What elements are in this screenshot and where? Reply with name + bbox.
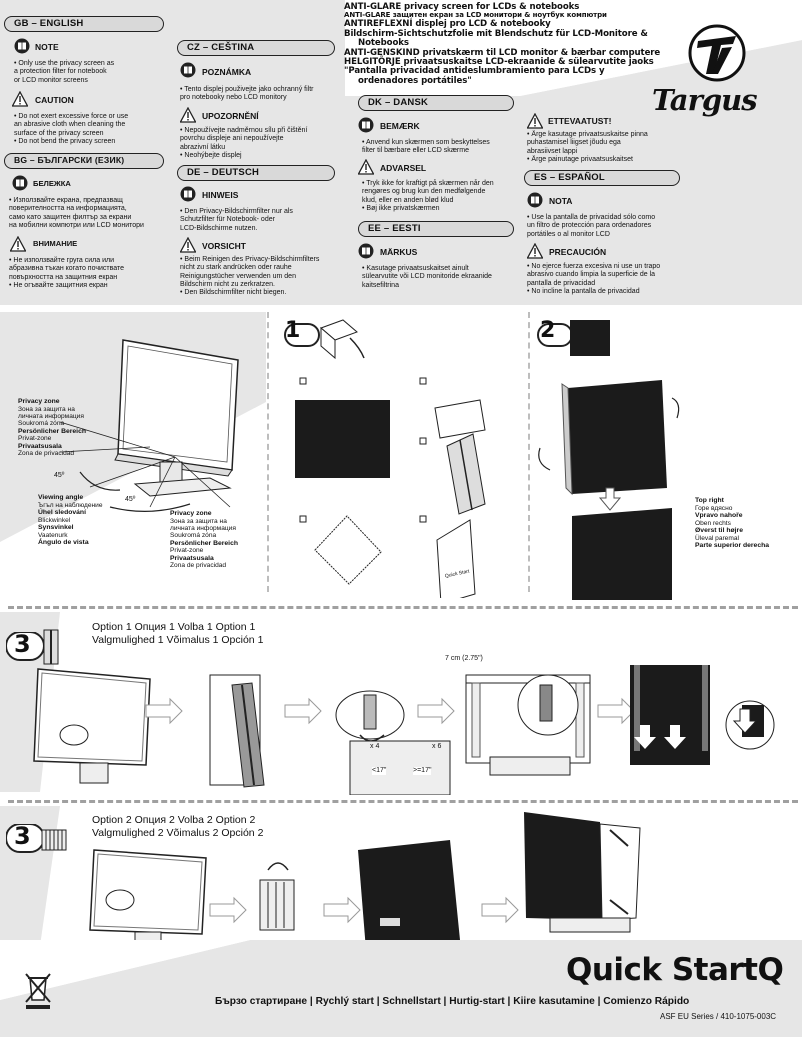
quick-start-translations: Бързо стартиране | Rychlý start | Schnel…: [215, 996, 690, 1007]
caution-heading: UPOZORNĚNÍ: [202, 111, 259, 121]
option1-label: Option 1 Опция 1 Volba 1 Option 1 Valgmu…: [92, 621, 264, 647]
note-text: Tento displej použivejte jako ochranný f…: [180, 86, 313, 103]
caution-text: Ärge kasutage privaatsuskaitse pinna puh…: [527, 131, 648, 164]
tab-size-large: >=17": [413, 767, 432, 776]
caution-text: Beim Reinigen des Privacy-Bildschirmfilt…: [180, 256, 319, 297]
lang-header-bg: BG – БЪЛГАРСКИ (ЕЗИК): [4, 153, 164, 169]
section-divider: [8, 800, 798, 803]
measure-label: 7 cm (2.75"): [445, 655, 483, 662]
lang-header-es: ES – ESPAÑOL: [524, 170, 680, 186]
note-heading: HINWEIS: [202, 190, 239, 200]
option2-label: Option 2 Опция 2 Volba 2 Option 2 Valgmu…: [92, 814, 264, 840]
caution-heading: VORSICHT: [202, 241, 246, 251]
targus-logo-icon: [688, 24, 746, 82]
note-heading: POZNÁMKA: [202, 67, 252, 77]
note-book-icon: [14, 38, 30, 54]
note-text: Use la pantalla de privacidad sólo como …: [527, 214, 655, 239]
privacy-zone-label: Privacy zone Зона за защита на личната и…: [170, 510, 238, 570]
top-background: [0, 0, 802, 305]
caution-text: Не използвайте груга сила или абразивна …: [9, 257, 124, 290]
caution-heading: ВНИМАНИЕ: [33, 239, 78, 248]
lang-header-ee: EE – EESTI: [358, 221, 514, 237]
note-heading: NOTE: [35, 42, 59, 52]
caution-text: Nepoužívejte nadměrnou sílu při čištění …: [180, 127, 307, 160]
lang-header-cz: CZ – CEŠTINA: [177, 40, 335, 56]
column-divider: [528, 312, 530, 592]
note-text: Only use the privacy screen as a protect…: [14, 60, 114, 85]
warning-triangle-icon: [10, 236, 26, 252]
note-text: Използвайте екрана, предпазващ поверител…: [9, 197, 144, 230]
note-text: Den Privacy-Bildschirmfilter nur als Sch…: [180, 208, 293, 233]
caution-text: No ejerce fuerza excesiva ni use un trap…: [527, 263, 660, 296]
caution-heading: CAUTION: [35, 95, 74, 105]
note-book-icon: [527, 192, 543, 208]
caution-heading: ADVARSEL: [380, 163, 427, 173]
top-right-label: Top right Горе вдясно Vpravo nahoře Oben…: [695, 497, 770, 549]
privacy-zone-label: Privacy zone Зона за защита на личната и…: [18, 398, 86, 458]
footer-background: [0, 940, 802, 1037]
angle-label: 45º: [54, 472, 65, 479]
tab-count-large: x 6: [432, 743, 442, 750]
targus-wordmark: Targus: [652, 83, 758, 117]
privacy-zone-diagram: [0, 312, 266, 542]
tab-size-small: <17": [372, 767, 387, 776]
warning-triangle-icon: [180, 107, 196, 123]
adhesive-tab-icon: [43, 629, 59, 665]
warning-triangle-icon: [358, 159, 374, 175]
section-divider: [8, 606, 798, 609]
warning-triangle-icon: [12, 91, 28, 107]
step-number: 3: [14, 822, 31, 850]
step1-contents: [284, 319, 486, 598]
warning-triangle-icon: [527, 113, 543, 129]
option2-steps: [89, 812, 641, 950]
warning-triangle-icon: [180, 237, 196, 253]
note-book-icon: [180, 62, 196, 78]
step-number: 3: [14, 630, 31, 658]
note-text: Kasutage privaatsuskaitset ainult sülear…: [362, 265, 492, 290]
step-number: 2: [540, 318, 556, 343]
lang-header-de: DE – DEUTSCH: [177, 165, 335, 181]
viewing-angle-label: Viewing angle Ъгъл на наблюдение Úhel sl…: [38, 494, 103, 546]
note-heading: NOTA: [549, 196, 573, 206]
note-book-icon: [358, 243, 374, 259]
note-heading: MÄRKUS: [380, 247, 418, 257]
note-heading: БЕЛЕЖКА: [33, 179, 71, 188]
angle-label: 45º: [125, 496, 136, 503]
note-book-icon: [180, 186, 196, 202]
tab-count-small: x 4: [370, 743, 380, 750]
quick-start-title: Quick StartQ: [566, 952, 784, 988]
column-divider: [267, 312, 269, 592]
lang-header-dk: DK – DANSK: [358, 95, 514, 111]
document-code: ASF EU Series / 410-1075-003C: [660, 1012, 777, 1021]
caution-heading: ETTEVAATUST!: [548, 116, 612, 126]
caution-text: Do not exert excessive force or use an a…: [14, 113, 128, 146]
adhesive-strip-icon: [41, 829, 67, 851]
warning-triangle-icon: [527, 243, 543, 259]
option1-steps: [33, 665, 775, 795]
product-title: ANTI-GLARE privacy screen for LCDs & not…: [344, 2, 661, 86]
note-text: Anvend kun skærmen som beskyttelses filt…: [362, 139, 490, 156]
caution-heading: PRECAUCIÓN: [549, 247, 607, 257]
note-book-icon: [12, 175, 28, 191]
lang-header-gb: GB – ENGLISH: [4, 16, 164, 32]
note-heading: BEMÆRK: [380, 121, 420, 131]
note-book-icon: [358, 117, 374, 133]
step-number: 1: [285, 318, 301, 343]
weee-bin-icon: [25, 973, 51, 1009]
caution-text: Tryk ikke for kraftigt på skærmen når de…: [362, 180, 494, 213]
step2-diagram: [537, 320, 680, 600]
